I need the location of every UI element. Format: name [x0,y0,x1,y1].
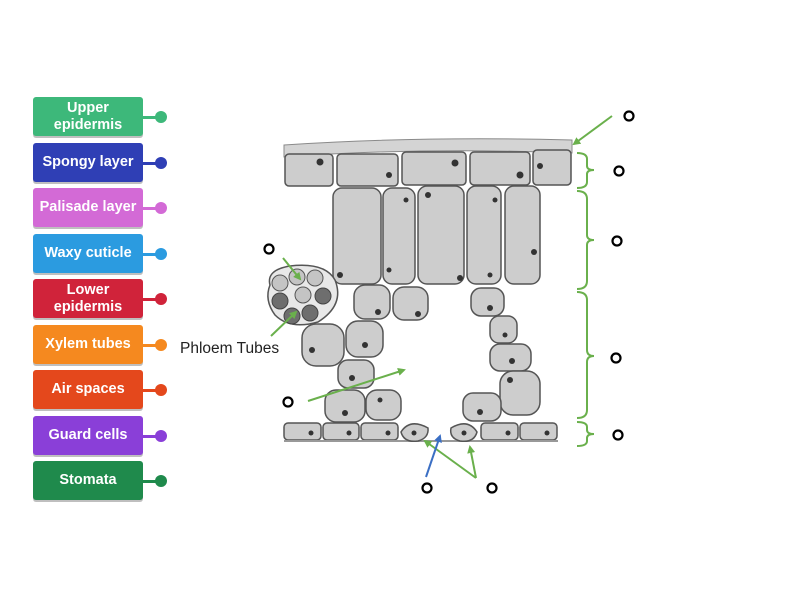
waxy-cuticle-label-button[interactable]: Waxy cuticle [33,234,143,273]
palisade-cells [332,185,541,285]
upper-epidermis-cells [284,149,572,187]
lower-epidermis-connector [143,298,157,301]
air-spaces-connector [143,389,157,392]
drop-target-9[interactable] [486,482,498,494]
palisade-layer-connector [143,207,157,210]
upper-epidermis-connector [143,116,157,119]
phloem-tubes-label: Phloem Tubes [180,340,280,357]
guard-cells-drag-handle[interactable] [155,430,167,442]
upper-epidermis-label-button[interactable]: Upper epidermis [33,97,143,136]
drop-target-4[interactable] [263,243,275,255]
stomata-connector [143,480,157,483]
palisade-layer-label-button[interactable]: Palisade layer [33,188,143,227]
xylem-tubes-drag-handle[interactable] [155,339,167,351]
guard-cells-connector [143,435,157,438]
drop-target-7[interactable] [612,429,624,441]
xylem-tubes-label-button[interactable]: Xylem tubes [33,325,143,364]
air-spaces-label-button[interactable]: Air spaces [33,370,143,409]
xylem-tubes-connector [143,344,157,347]
spongy-layer-label-button[interactable]: Spongy layer [33,143,143,182]
stomata-drag-handle[interactable] [155,475,167,487]
guard-cells-pair [400,423,478,443]
guard-cells-label-button[interactable]: Guard cells [33,416,143,455]
spongy-layer-drag-handle[interactable] [155,157,167,169]
spongy-layer-connector [143,162,157,165]
vascular-bundle [267,264,339,326]
drop-target-3[interactable] [611,235,623,247]
spongy-cells [301,284,541,423]
pointer-arrows [270,115,613,479]
drop-target-6[interactable] [282,396,294,408]
drop-target-1[interactable] [623,110,635,122]
upper-epidermis-drag-handle[interactable] [155,111,167,123]
palisade-layer-drag-handle[interactable] [155,202,167,214]
waxy-cuticle-layer [283,138,573,158]
drop-targets[interactable] [263,110,635,494]
waxy-cuticle-connector [143,253,157,256]
lower-epidermis-label-button[interactable]: Lower epidermis [33,279,143,318]
layer-brackets [576,152,595,447]
drop-target-5[interactable] [610,352,622,364]
lower-epidermis-drag-handle[interactable] [155,293,167,305]
air-spaces-drag-handle[interactable] [155,384,167,396]
stomata-label-button[interactable]: Stomata [33,461,143,500]
drop-target-2[interactable] [613,165,625,177]
waxy-cuticle-drag-handle[interactable] [155,248,167,260]
drop-target-8[interactable] [421,482,433,494]
